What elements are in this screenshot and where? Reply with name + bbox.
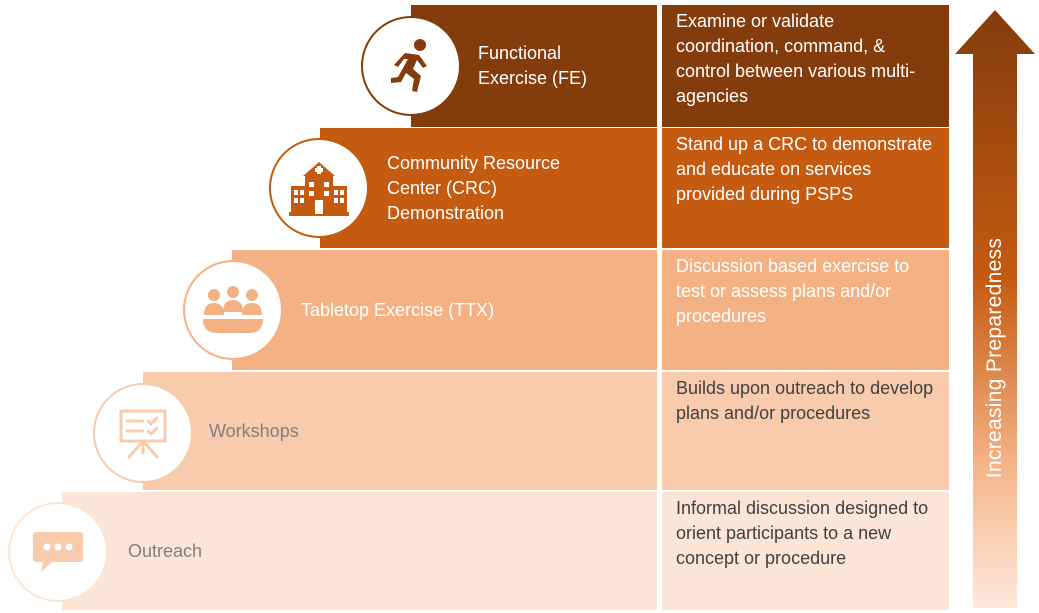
step-tabletop-exercise: Tabletop Exercise (TTX) <box>232 250 657 370</box>
description-outreach: Informal discussion designed to orient p… <box>661 492 949 610</box>
step-label: Outreach <box>128 540 203 561</box>
step-label: Functional Exercise (FE) <box>478 43 588 88</box>
speech-bubble-icon <box>8 502 108 602</box>
description-tabletop-exercise: Discussion based exercise to test or ass… <box>661 250 949 370</box>
step-label: Workshops <box>209 420 299 441</box>
step-workshops: Workshops <box>143 372 657 490</box>
step-crc-demonstration: Community Resource Center (CRC) Demonstr… <box>320 128 657 248</box>
step-outreach: Outreach <box>62 492 657 610</box>
description-crc-demonstration: Stand up a CRC to demonstrate and educat… <box>661 128 949 248</box>
description-workshops: Builds upon outreach to develop plans an… <box>661 372 949 490</box>
step-label: Community Resource Center (CRC) Demonstr… <box>387 152 561 223</box>
building-icon <box>269 138 369 238</box>
running-person-icon <box>361 16 461 116</box>
preparedness-arrow <box>955 10 1035 608</box>
presentation-board-icon <box>93 383 193 483</box>
meeting-table-icon <box>183 260 283 360</box>
arrow-label: Increasing Preparedness <box>983 237 1006 479</box>
step-label: Tabletop Exercise (TTX) <box>301 299 495 320</box>
description-functional-exercise: Examine or validate coordination, comman… <box>661 5 949 127</box>
